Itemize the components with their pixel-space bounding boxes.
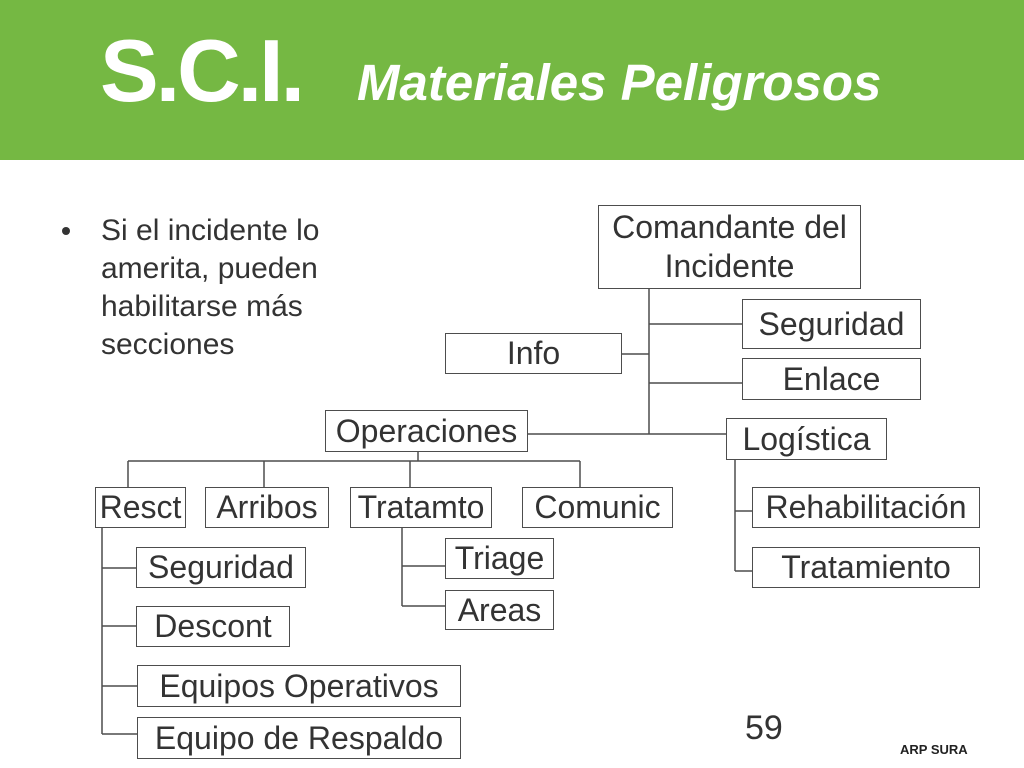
box-unit-equipo-respaldo: Equipo de Respaldo [137,717,461,759]
box-information-officer: Info [445,333,622,374]
bullet-line: Si el incidente lo [101,214,320,247]
unit-label: Descont [154,608,272,645]
operations-section-label: Operaciones [335,412,518,449]
box-branch-resct: Resct [95,487,186,528]
box-branch-tratamto: Tratamto [350,487,492,528]
branch-resct-label: Resct [99,489,182,526]
bullet-line: secciones [101,328,235,361]
liaison-officer-label: Enlace [782,360,881,397]
unit-label: Equipo de Respaldo [154,719,444,756]
box-incident-commander: Comandante del Incidente [598,205,861,289]
page-number: 59 [745,709,783,747]
box-unit-areas: Areas [445,590,554,630]
bullet-marker [62,227,70,235]
branch-arribos-label: Arribos [216,489,318,526]
box-unit-resct-seguridad: Seguridad [136,547,306,588]
footer-brand: ARP SURA [900,742,968,757]
box-unit-rehabilitacion: Rehabilitación [752,487,980,528]
box-unit-equipos-operativos: Equipos Operativos [137,665,461,707]
unit-label: Triage [454,540,545,577]
logistics-section-label: Logística [742,420,871,457]
slide-subtitle: Materiales Peligrosos [357,54,882,111]
bullet-line: amerita, pueden [101,252,318,285]
box-operations-section: Operaciones [325,410,528,452]
box-branch-comunic: Comunic [522,487,673,528]
unit-label: Seguridad [148,549,294,586]
box-unit-tratamiento: Tratamiento [752,547,980,588]
slide-title: S.C.I. [100,21,305,120]
box-branch-arribos: Arribos [205,487,329,528]
unit-label: Rehabilitación [765,489,967,526]
incident-commander-label: Comandante del Incidente [612,209,847,284]
title-bar: S.C.I. Materiales Peligrosos [0,0,1024,160]
information-officer-label: Info [506,335,561,372]
unit-label: Tratamiento [781,549,951,586]
box-unit-descont: Descont [136,606,290,647]
branch-comunic-label: Comunic [534,489,661,526]
unit-label: Areas [457,591,542,628]
bullet-line: habilitarse más [101,290,303,323]
box-safety-officer: Seguridad [742,299,921,349]
bullet-text: Si el incidente lo amerita, pueden habil… [101,212,319,364]
box-liaison-officer: Enlace [742,358,921,400]
safety-officer-label: Seguridad [758,305,905,342]
branch-tratamto-label: Tratamto [357,489,485,526]
box-logistics-section: Logística [726,418,887,460]
unit-label: Equipos Operativos [159,667,439,704]
box-unit-triage: Triage [445,538,554,579]
